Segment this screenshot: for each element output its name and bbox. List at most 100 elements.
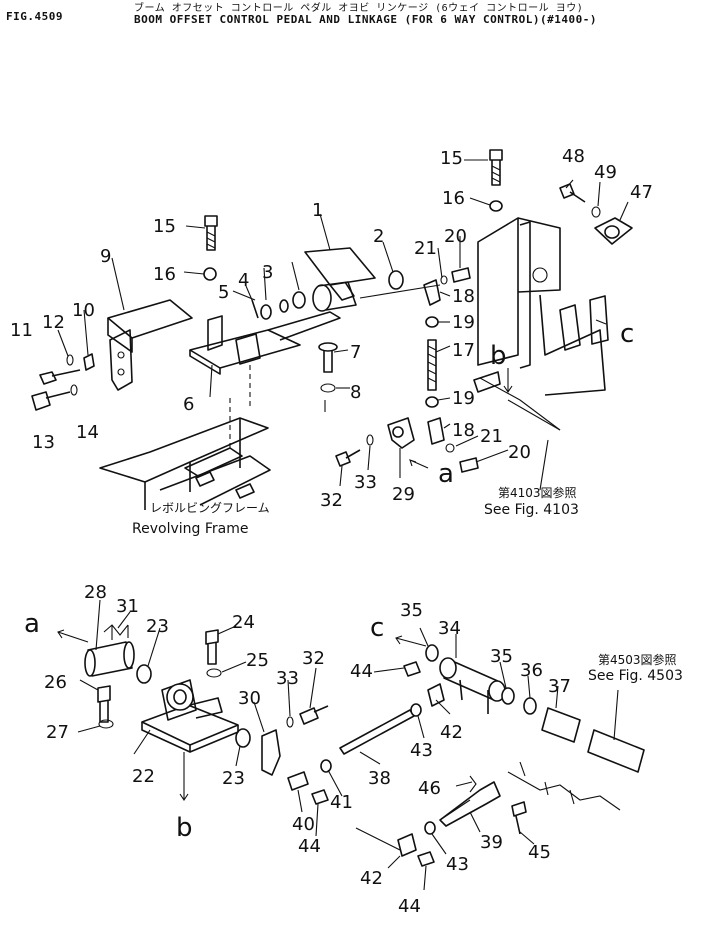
tube-to-4503	[587, 729, 645, 773]
bolt-13	[31, 391, 71, 411]
rod-end-18-lower	[427, 417, 445, 445]
part-number-label: 14	[76, 422, 99, 443]
bushing-35-left	[425, 644, 439, 662]
part-number-label: 26	[44, 672, 67, 693]
shaft-28	[84, 641, 135, 677]
part-number-label: 43	[410, 740, 433, 761]
lever-29-hole	[392, 426, 404, 438]
bolt-32-lower	[299, 705, 329, 725]
title-english: BOOM OFFSET CONTROL PEDAL AND LINKAGE (F…	[134, 13, 597, 26]
part-number-label: 33	[276, 668, 299, 689]
bracket-plate-6	[189, 311, 341, 375]
ref-4503-label-en: See Fig. 4503	[588, 668, 683, 684]
rod-end-18-upper	[423, 279, 441, 306]
connector-letter-c-lower: c	[370, 613, 384, 643]
part-number-label: 30	[238, 688, 261, 709]
bolt-26	[97, 685, 111, 723]
pedal-1	[304, 247, 376, 312]
rod-17	[427, 339, 437, 391]
rod-38	[339, 709, 415, 755]
nut-16-right	[489, 200, 503, 212]
washer-27	[98, 719, 114, 729]
lever-29	[387, 417, 415, 449]
rod-end-42-lower	[397, 833, 417, 857]
rod-end-40	[287, 771, 309, 791]
part-number-label: 19	[452, 388, 475, 409]
part-number-label: 7	[350, 342, 361, 363]
part-number-label: 18	[452, 286, 475, 307]
part-number-label: 34	[438, 618, 461, 639]
part-number-label: 44	[350, 661, 373, 682]
part-number-label: 27	[46, 722, 69, 743]
arrow-b-lower	[179, 752, 189, 801]
nut-19-upper	[425, 316, 439, 328]
connector-letter-c-upper: c	[620, 319, 634, 349]
washer-3	[279, 299, 289, 313]
part-number-label: 3	[262, 262, 273, 283]
part-number-label: 31	[116, 596, 139, 617]
part-number-label: 35	[490, 646, 513, 667]
bushing-2	[292, 291, 306, 309]
connector-b-bracket	[473, 371, 501, 393]
arrow-b-upper	[503, 368, 513, 393]
part-number-label: 24	[232, 612, 255, 633]
part-number-label: 49	[594, 162, 617, 183]
bolt-24	[205, 629, 219, 665]
revolving-frame-drawing	[99, 365, 271, 510]
ref-4503-label-jp: 第4503図参照	[598, 652, 677, 667]
part-number-label: 2	[373, 226, 384, 247]
part-number-label: 9	[100, 246, 111, 267]
bolt-44-upper	[403, 661, 421, 677]
nut-41	[320, 759, 332, 773]
part-number-label: 46	[418, 778, 441, 799]
part-number-label: 23	[222, 768, 245, 789]
arrow-c-lower	[395, 635, 427, 647]
part-number-label: 40	[292, 814, 315, 835]
part-number-label: 11	[10, 320, 33, 341]
part-number-label: 25	[246, 650, 269, 671]
part-number-label: 39	[480, 832, 503, 853]
bushing-23-left	[136, 664, 152, 684]
bolt-11	[39, 369, 81, 385]
bushing-2b	[388, 270, 404, 290]
part-number-label: 32	[320, 490, 343, 511]
part-number-label: 10	[72, 300, 95, 321]
part-number-label: 1	[312, 200, 323, 221]
washer-33-lower	[286, 716, 294, 728]
part-number-label: 42	[360, 868, 383, 889]
bolt-20-lower	[459, 457, 479, 473]
connector-letter-b-upper: b	[490, 341, 507, 371]
part-number-label: 44	[398, 896, 421, 917]
tube-34	[439, 657, 506, 714]
part-number-label: 48	[562, 146, 585, 167]
pin-46	[469, 775, 477, 793]
part-number-label: 37	[548, 676, 571, 697]
rod-17-threads	[427, 345, 437, 383]
part-number-label: 12	[42, 312, 65, 333]
arrow-a-lower	[57, 629, 89, 643]
washer-33-upper	[366, 434, 374, 446]
nut-4	[260, 304, 272, 320]
ref-arrow-4103	[539, 439, 549, 491]
arrow-a-upper	[409, 459, 429, 469]
part-number-label: 16	[442, 188, 465, 209]
revolving-frame-label-jp: レボルビングフレーム	[150, 501, 270, 515]
rod-39	[439, 781, 501, 827]
washer-21-upper	[440, 275, 448, 285]
part-number-label: 29	[392, 484, 415, 505]
bolt-7	[318, 342, 338, 373]
connector-letter-a-lower: a	[24, 609, 40, 639]
part-number-label: 13	[32, 432, 55, 453]
bushing-23-right	[235, 728, 251, 748]
pin-5	[251, 299, 259, 319]
connector-letter-a-upper: a	[438, 459, 454, 489]
leader-lines-upper	[57, 159, 629, 487]
bolt-15-left	[204, 215, 218, 251]
bolt-20-upper	[451, 267, 471, 283]
part-number-label: 8	[350, 382, 361, 403]
nut-43-upper	[410, 703, 422, 717]
bushing-36	[523, 697, 537, 715]
part-number-label: 23	[146, 616, 169, 637]
part-number-label: 42	[440, 722, 463, 743]
